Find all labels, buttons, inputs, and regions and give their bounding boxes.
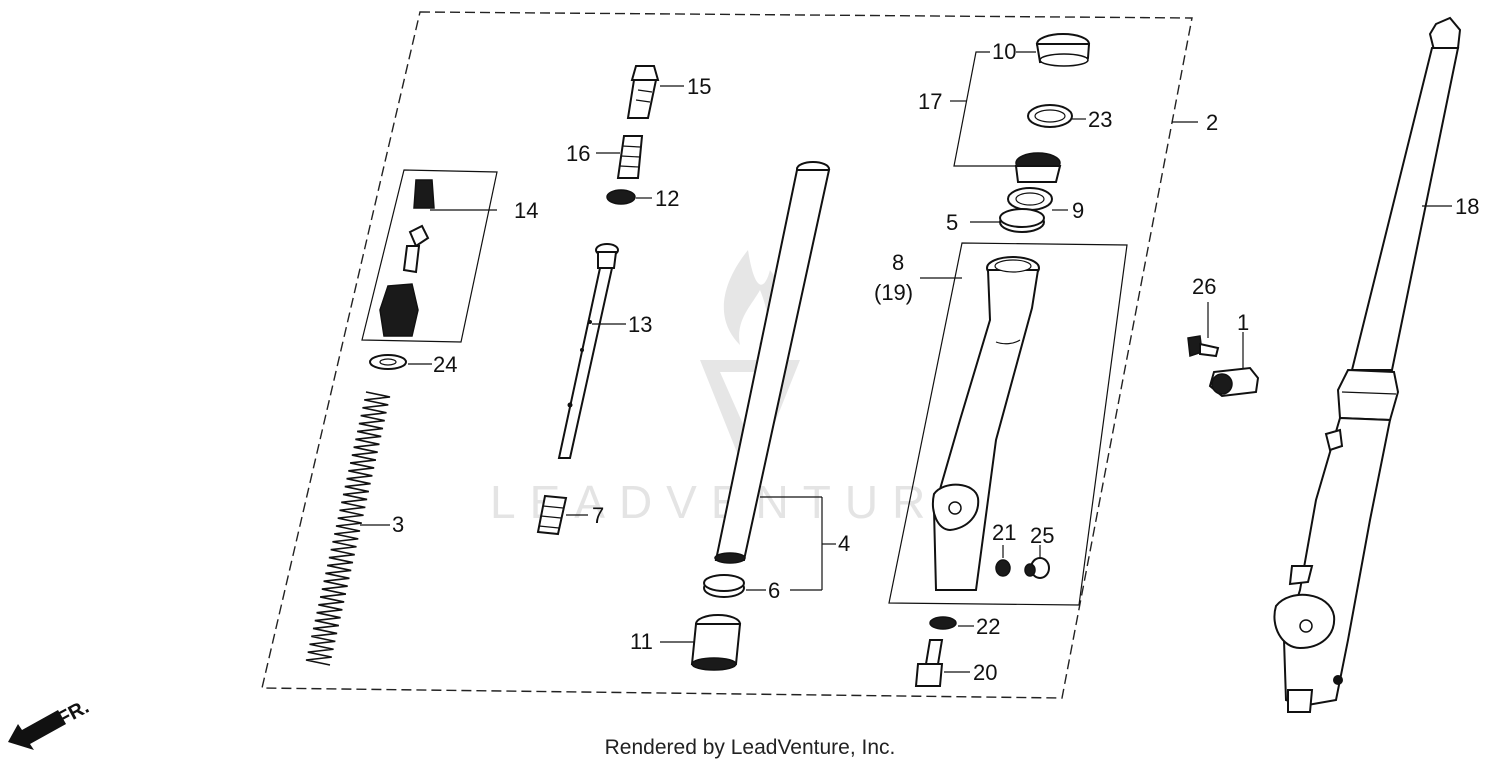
callout-10: 10: [992, 39, 1016, 64]
callout-23: 23: [1088, 107, 1112, 132]
socket-bolt-20: [914, 639, 970, 687]
callout-25: 25: [1030, 523, 1054, 548]
callout-labels: 1 2 3 4 5 6 7 8 (19) 9 10 11 12 13 14 15…: [392, 39, 1479, 685]
callout-13: 13: [628, 312, 652, 337]
callout-16: 16: [566, 141, 590, 166]
bushing-6: [703, 574, 766, 598]
rebound-spring-16: [596, 135, 644, 179]
fork-slider-8: [920, 256, 1040, 591]
callout-18: 18: [1455, 194, 1479, 219]
callout-15: 15: [687, 74, 711, 99]
callout-5: 5: [946, 210, 958, 235]
spring-7: [536, 494, 588, 536]
footer-credit: Rendered by LeadVenture, Inc.: [604, 736, 896, 759]
backup-ring-9: [1007, 187, 1068, 211]
bolt-15: [626, 65, 684, 119]
air-valve-assembly: [379, 179, 497, 337]
drain-bolt-25: [1024, 545, 1050, 579]
oil-lock-piece-11: [660, 614, 742, 671]
callout-9: 9: [1072, 198, 1084, 223]
slider-bushing-5: [970, 208, 1045, 233]
fork-assembly-18: [1273, 16, 1462, 713]
piston-ring-12: [606, 189, 652, 205]
fork-spring-3: [305, 391, 391, 666]
callout-20: 20: [973, 660, 997, 685]
callout-12: 12: [655, 186, 679, 211]
dust-seal-10: [1016, 33, 1091, 67]
callout-7: 7: [592, 503, 604, 528]
bolt-26: [1187, 302, 1220, 358]
callout-8: 8: [892, 250, 904, 275]
damper-rod-13: [557, 243, 626, 459]
washer-24: [369, 354, 432, 370]
callout-4: 4: [838, 531, 850, 556]
callout-1: 1: [1237, 310, 1249, 335]
callout-2: 2: [1206, 110, 1218, 135]
washer-22: [929, 616, 974, 630]
oil-seal: [1014, 152, 1062, 183]
callout-14: 14: [514, 198, 538, 223]
fork-tube-4: [714, 161, 836, 591]
callout-26: 26: [1192, 274, 1216, 299]
stopper-ring-23: [1027, 104, 1086, 128]
assembly-frame: [261, 11, 1193, 699]
washer-21: [995, 545, 1011, 577]
group-box-14: [361, 169, 498, 343]
callout-17: 17: [918, 89, 942, 114]
clamp-1: [1208, 332, 1260, 398]
callout-24: 24: [433, 352, 457, 377]
bracket-17: [950, 51, 1022, 167]
callout-11: 11: [630, 629, 653, 654]
callout-3: 3: [392, 512, 404, 537]
callout-6: 6: [768, 578, 780, 603]
callout-8-alt: (19): [874, 280, 913, 305]
callout-21: 21: [992, 520, 1016, 545]
group-box-8: [888, 242, 1128, 606]
callout-22: 22: [976, 614, 1000, 639]
